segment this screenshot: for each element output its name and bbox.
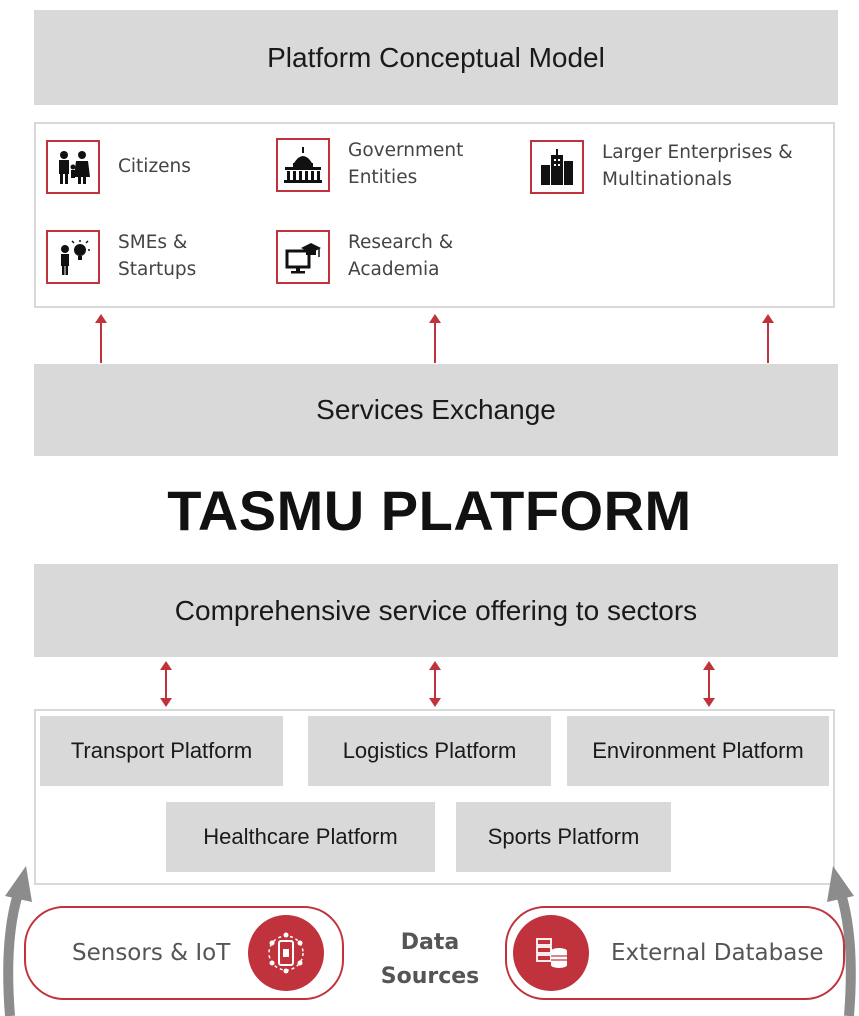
database-server-icon — [513, 915, 589, 991]
stakeholder-label: Government Entities — [348, 140, 464, 188]
stakeholder-label: SMEs & Startups — [118, 232, 197, 280]
platform-environment: Environment Platform — [567, 716, 829, 786]
platform-transport: Transport Platform — [40, 716, 283, 786]
platform-healthcare: Healthcare Platform — [166, 802, 435, 872]
header-title: Platform Conceptual Model — [267, 41, 605, 73]
arrow-up-right — [762, 314, 774, 363]
data-sources-line2: Sources — [380, 964, 480, 990]
stakeholder-smes: SMEs & Startups — [46, 230, 196, 284]
arrow-bidirectional-left — [160, 661, 172, 707]
entrepreneur-lightbulb-icon — [46, 230, 100, 284]
data-sources-label: Data Sources — [370, 926, 490, 994]
iot-phone-icon — [248, 915, 325, 991]
arrow-bidirectional-right — [703, 661, 715, 707]
stakeholder-citizens: Citizens — [46, 140, 191, 194]
platform-sports: Sports Platform — [456, 802, 671, 872]
sensors-iot-pill: Sensors & IoT — [24, 906, 344, 1000]
curved-arrow-right — [827, 866, 856, 1016]
stakeholder-government: Government Entities — [276, 138, 463, 192]
stakeholder-label: Larger Enterprises & Multinationals — [602, 142, 793, 190]
external-database-pill: External Database — [505, 906, 845, 1000]
computer-graduation-cap-icon — [276, 230, 330, 284]
sensors-iot-label: Sensors & IoT — [72, 940, 231, 966]
main-title: TASMU PLATFORM — [167, 479, 692, 542]
stakeholder-panel — [34, 122, 835, 308]
curved-arrow-left — [3, 866, 32, 1016]
stakeholder-label: Citizens — [118, 155, 191, 177]
skyscrapers-icon — [530, 140, 584, 194]
stakeholder-label: Research & Academia — [348, 232, 454, 280]
stakeholder-enterprises: Larger Enterprises & Multinationals — [530, 140, 793, 194]
offering-label: Comprehensive service offering to sector… — [174, 594, 698, 626]
offering-band: Comprehensive service offering to sector… — [34, 564, 838, 657]
government-building-icon — [276, 138, 330, 192]
arrow-up-center — [429, 314, 441, 363]
family-icon — [46, 140, 100, 194]
services-exchange-label: Services Exchange — [316, 394, 556, 425]
arrow-bidirectional-center — [429, 661, 441, 707]
data-sources-line1: Data — [400, 930, 460, 955]
services-exchange-band: Services Exchange — [34, 364, 838, 456]
header-band: Platform Conceptual Model — [34, 10, 838, 105]
arrow-up-left — [95, 314, 107, 363]
platform-logistics: Logistics Platform — [308, 716, 551, 786]
stakeholder-research: Research & Academia — [276, 230, 453, 284]
external-database-label: External Database — [611, 940, 824, 966]
